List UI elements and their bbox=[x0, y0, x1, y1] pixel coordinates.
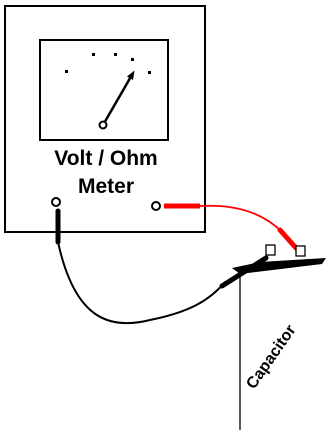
dial-tick-1 bbox=[65, 70, 68, 73]
dial-tick-4 bbox=[131, 58, 134, 61]
meter-dial-face bbox=[39, 39, 169, 141]
dial-tick-2 bbox=[92, 53, 95, 56]
meter-label-line1: Volt / Ohm bbox=[54, 147, 157, 170]
needle-pivot bbox=[98, 120, 108, 130]
positive-terminal[interactable] bbox=[151, 201, 161, 211]
dial-tick-5 bbox=[148, 71, 151, 74]
positive-lead-wire bbox=[199, 204, 283, 233]
negative-terminal[interactable] bbox=[51, 197, 61, 207]
dial-tick-3 bbox=[114, 53, 117, 56]
meter-body bbox=[4, 5, 206, 233]
dial-tick-marks bbox=[65, 53, 151, 74]
negative-lead-wire bbox=[57, 241, 226, 325]
meter-label-line2: Meter bbox=[78, 175, 134, 198]
meter-needle bbox=[101, 74, 133, 127]
capacitor-terminal-left bbox=[265, 244, 276, 256]
capacitor-label: Capacitor bbox=[243, 322, 299, 392]
meter-needle-tip bbox=[126, 70, 135, 80]
positive-probe-capacitor-end bbox=[277, 227, 299, 251]
capacitor-terminal-right bbox=[295, 245, 306, 257]
capacitor-top-plate bbox=[232, 258, 326, 274]
